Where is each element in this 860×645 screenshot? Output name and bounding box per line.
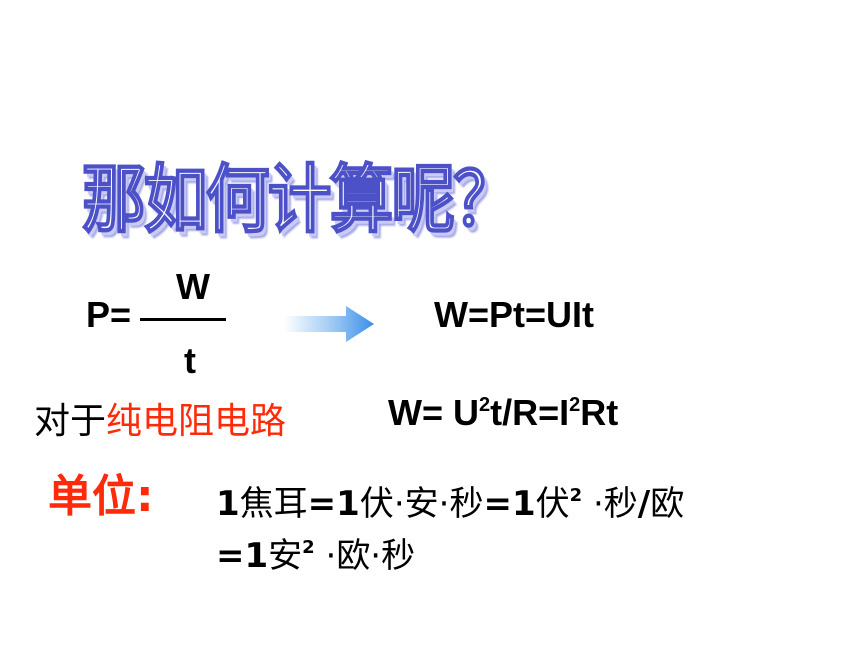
unit-text: =1: [307, 484, 360, 524]
formula-part: t/R=I: [490, 392, 570, 433]
pure-resistance-label: 对于纯电阻电路: [34, 392, 286, 444]
work-formula: W=Pt=UIt: [434, 294, 595, 335]
units-line-1: 1焦耳=1伏·安·秒=1伏2 ·秒/欧: [216, 476, 684, 525]
unit-text: =1: [216, 536, 269, 576]
unit-text: 焦耳: [239, 484, 308, 524]
power-symbol: P=: [86, 294, 132, 335]
fraction-denominator: t: [184, 340, 196, 381]
formula-part: W= U: [388, 392, 480, 433]
fraction-bar: [140, 318, 226, 321]
formula-exponent: 2: [479, 394, 491, 416]
unit-text: 伏: [535, 484, 570, 524]
pure-resistance-highlight: 纯电阻电路: [106, 401, 287, 442]
right-arrow-icon: [284, 306, 374, 342]
units-line-2: =1安2 ·欧·秒: [216, 528, 415, 577]
pure-resistance-prefix: 对于: [34, 401, 107, 442]
unit-text: 欧·秒: [336, 536, 416, 576]
unit-text: 秒: [603, 484, 638, 524]
formula-part: Rt: [580, 392, 619, 433]
unit-exponent: 2: [302, 537, 315, 558]
unit-text: 1: [216, 484, 240, 524]
pure-resistance-formula: W= U2t/R=I2Rt: [388, 392, 618, 434]
fraction-numerator: W: [176, 266, 210, 307]
unit-text: 欧: [650, 484, 685, 524]
unit-text: ·: [314, 536, 337, 576]
unit-text: ·: [582, 484, 604, 524]
unit-text: =1: [483, 484, 536, 524]
units-label: 单位:: [48, 471, 154, 522]
unit-exponent: 2: [569, 485, 583, 506]
formula-exponent: 2: [569, 394, 581, 416]
slide-title: 那如何计算呢？: [81, 156, 518, 244]
unit-text: /: [637, 484, 651, 524]
unit-text: 伏·安·秒: [359, 484, 484, 524]
unit-text: 安: [268, 536, 303, 576]
